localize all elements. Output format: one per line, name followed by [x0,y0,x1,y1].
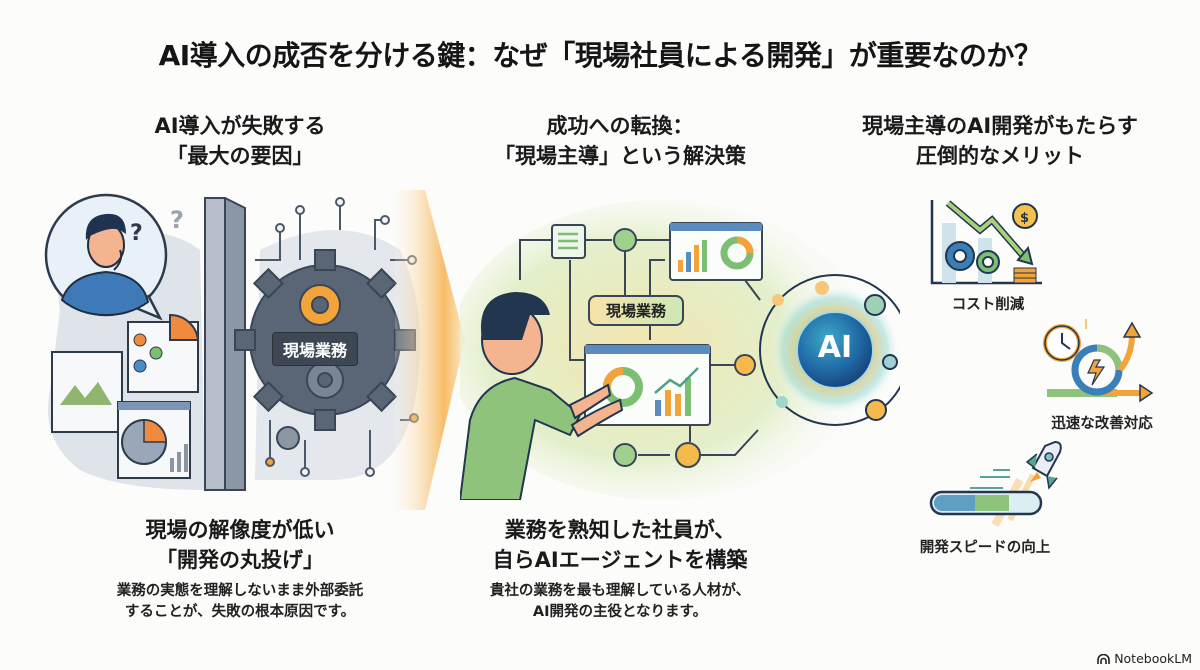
column-2-subtitle-line2: 自らAIエージェントを構築 [492,548,748,572]
column-1-heading: AI導入が失敗する 「最大の要因」 [40,111,440,171]
svg-text:?: ? [170,206,184,234]
notebooklm-logo-icon [1097,653,1110,664]
benefit-cost-reduction: コスト削減 [951,297,1025,313]
ai-orb-label: AI [817,330,853,365]
failure-scene-icon: ? ? [44,193,420,491]
column-3-heading: 現場主導のAI開発がもたらす 圧倒的なメリット [800,111,1200,171]
column-1-desc-line1: 業務の実態を理解しないまま外部委託 [116,583,364,599]
benefit-dev-speed: 開発スピードの向上 [919,540,1051,556]
notebooklm-watermark: NotebookLM [1097,651,1192,666]
column-2-heading: 成功への転換： 「現場主導」という解決策 [440,111,800,171]
column-3-heading-line2: 圧倒的なメリット [916,144,1084,168]
notebooklm-brand-text: NotebookLM [1114,651,1192,666]
column-2-heading-line1: 成功への転換： [546,114,694,138]
rapid-improvement-icon [1043,319,1154,403]
success-illustration: 現場業務 AI [450,190,911,501]
benefit-rapid-improvement: 迅速な改善対応 [1051,416,1153,432]
column-1-heading-line1: AI導入が失敗する [154,114,326,138]
column-2-summary: 業務を熟知した社員が、 自らAIエージェントを構築 貴社の業務を最も理解している… [440,515,800,623]
failure-illustration: ? ? [40,190,440,500]
rocket-speed-icon [929,440,1062,527]
cost-reduction-icon: $ [930,200,1042,285]
column-2-subtitle-line1: 業務を熟知した社員が、 [504,518,736,542]
column-1-summary: 現場の解像度が低い 「開発の丸投げ」 業務の実態を理解しないまま外部委託 するこ… [40,515,440,623]
transition-arrow-icon [395,190,465,510]
column-1-heading-line2: 「最大の要因」 [166,144,314,168]
column-1-subtitle-line2: 「開発の丸投げ」 [156,548,324,572]
field-work-tag: 現場業務 [272,332,359,366]
success-scene-icon [450,200,911,501]
column-1-desc-line2: することが、失敗の根本原因です。 [124,604,356,620]
column-2-desc-line2: AI開発の主役となります。 [532,604,708,620]
svg-text:?: ? [130,221,143,246]
column-2-heading-line2: 「現場主導」という解決策 [494,144,746,168]
field-work-label: 現場業務 [588,295,685,326]
svg-text:$: $ [1020,211,1029,226]
page-title: AI導入の成否を分ける鍵：なぜ「現場社員による開発」が重要なのか？ [158,39,1042,72]
column-1-subtitle-line1: 現場の解像度が低い [145,518,335,542]
column-2-desc-line1: 貴社の業務を最も理解している人材が、 [489,583,751,599]
column-3-heading-line1: 現場主導のAI開発がもたらす [862,114,1138,138]
